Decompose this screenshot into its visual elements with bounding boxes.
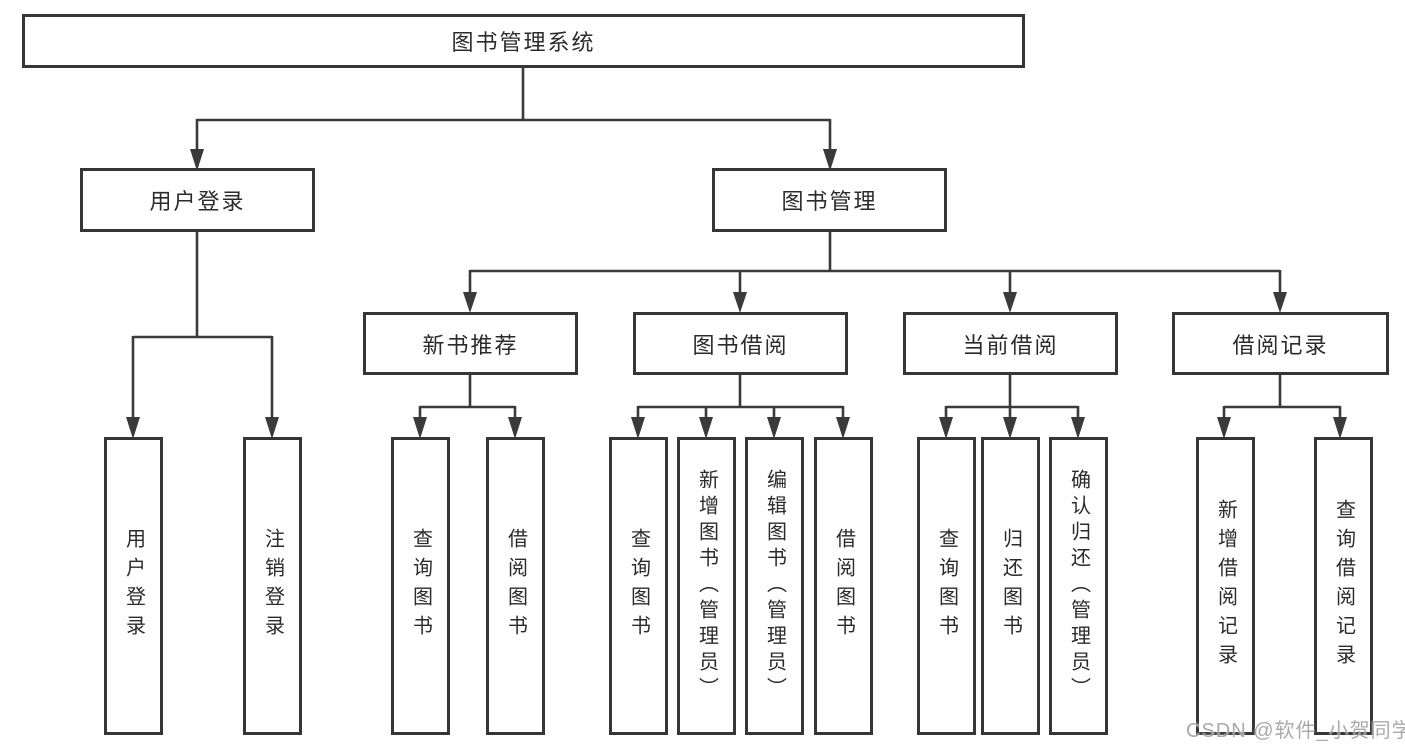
node-label: 图书管理系统: [451, 30, 596, 55]
node-label: 用户登录: [149, 189, 246, 214]
node-label: 图书借阅: [692, 332, 789, 358]
leaf-add-borrow-record: 新增借阅记录: [1196, 437, 1255, 735]
leaf-label: 注销登录: [261, 528, 284, 644]
leaf-label: 查询图书: [935, 528, 958, 644]
leaf-query-borrow-record: 查询借阅记录: [1314, 437, 1373, 735]
leaf-label: 新增借阅记录: [1214, 499, 1237, 673]
leaf-label: 确认归还（管理员）: [1067, 469, 1090, 703]
csdn-watermark: CSDN @软件_小贺同学: [1186, 720, 1405, 742]
leaf-query-books: 查询图书: [609, 437, 668, 735]
leaf-label: 新增图书（管理员）: [695, 469, 718, 703]
node-label: 借阅记录: [1232, 332, 1329, 358]
node-new-book-recommend: 新书推荐: [363, 312, 578, 375]
leaf-label: 查询借阅记录: [1332, 499, 1355, 673]
leaf-return-books: 归还图书: [981, 437, 1040, 735]
leaf-user-login: 用户登录: [104, 437, 163, 735]
node-book-management: 图书管理: [712, 168, 947, 232]
leaf-logout: 注销登录: [243, 437, 302, 735]
node-book-borrow: 图书借阅: [633, 312, 848, 375]
leaf-borrow-books: 借阅图书: [486, 437, 545, 735]
node-label: 当前借阅: [962, 332, 1059, 358]
leaf-add-books-admin: 新增图书（管理员）: [677, 437, 736, 735]
leaf-label: 借阅图书: [504, 528, 527, 644]
node-borrow-record: 借阅记录: [1172, 312, 1389, 375]
node-label: 图书管理: [781, 189, 878, 214]
leaf-edit-books-admin: 编辑图书（管理员）: [745, 437, 804, 735]
leaf-borrow-books: 借阅图书: [814, 437, 873, 735]
leaf-label: 编辑图书（管理员）: [763, 469, 786, 703]
node-label: 新书推荐: [422, 332, 519, 358]
leaf-label: 查询图书: [627, 528, 650, 644]
node-current-borrow: 当前借阅: [903, 312, 1118, 375]
leaf-label: 用户登录: [122, 528, 145, 644]
leaf-query-books: 查询图书: [391, 437, 450, 735]
leaf-label: 查询图书: [409, 528, 432, 644]
leaf-query-books: 查询图书: [917, 437, 976, 735]
leaf-confirm-return-admin: 确认归还（管理员）: [1049, 437, 1108, 735]
leaf-label: 归还图书: [999, 528, 1022, 644]
leaf-label: 借阅图书: [832, 528, 855, 644]
node-user-login: 用户登录: [80, 168, 315, 232]
node-library-management-system: 图书管理系统: [22, 14, 1025, 68]
